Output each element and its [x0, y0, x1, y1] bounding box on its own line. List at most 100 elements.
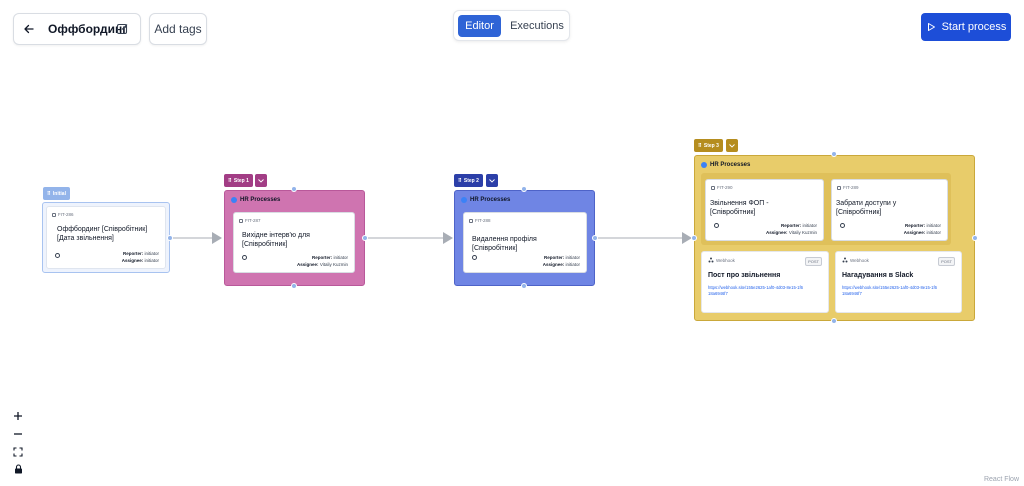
webhook-icon	[842, 257, 848, 263]
step2-top-handle[interactable]	[521, 186, 527, 192]
tab-executions[interactable]: Executions	[510, 20, 564, 32]
gear-icon	[231, 197, 237, 203]
react-flow-attribution[interactable]: React Flow	[983, 476, 1019, 483]
step2-tag[interactable]: ⠿ Step 2	[454, 174, 483, 187]
webhook-title: Нагадування в Slack	[842, 272, 914, 279]
step2-bottom-handle[interactable]	[521, 283, 527, 289]
edge-arrow-step3	[682, 232, 692, 244]
task-title: Забрати доступи у [Співробітник]	[836, 200, 897, 216]
step2-group[interactable]: HR Processes FIT-288 Видалення профіля […	[454, 190, 595, 286]
initial-tag: ⠿ Initial	[43, 187, 70, 200]
step3-group[interactable]: HR Processes FIT-290 Звільнення ФОП - [С…	[694, 155, 975, 321]
checkbox-icon	[469, 218, 473, 223]
play-icon	[927, 23, 935, 31]
initial-task-card[interactable]: FIT-286 Оффбординг [Співробітник] [Дата …	[46, 206, 166, 269]
arrow-left-icon	[24, 24, 34, 34]
step2-tag-label: Step 2	[463, 177, 479, 184]
task-meta: Reporter: initiator Assignee: initiator	[903, 223, 941, 235]
minus-icon	[14, 433, 22, 435]
edge-arrow-step1	[212, 232, 222, 244]
initial-source-handle[interactable]	[167, 235, 173, 241]
step3-task-card-b[interactable]: FIT-289 Забрати доступи у [Співробітник]…	[831, 179, 948, 241]
task-id: FIT-286	[52, 212, 74, 217]
step1-dropdown-button[interactable]	[255, 174, 267, 187]
task-title: Звільнення ФОП - [Співробітник]	[710, 200, 769, 216]
task-title: Видалення профіля [Співробітник]	[472, 236, 537, 252]
back-button[interactable]	[14, 23, 44, 35]
step1-tag-label: Step 1	[233, 177, 249, 184]
add-tags-button[interactable]: Add tags	[149, 13, 207, 45]
task-title: Вихідне інтерв'ю для [Співробітник]	[242, 232, 310, 248]
step1-bottom-handle[interactable]	[291, 283, 297, 289]
task-title: Оффбординг [Співробітник] [Дата звільнен…	[57, 226, 148, 242]
gear-icon	[461, 197, 467, 203]
status-circle-icon[interactable]	[55, 253, 60, 258]
task-id: FIT-289	[837, 185, 859, 190]
task-meta: Reporter: initiator Assignee: Vitaliy Ku…	[766, 223, 817, 235]
initial-tag-label: Initial	[52, 190, 66, 197]
webhook-icon	[708, 257, 714, 263]
step3-source-handle[interactable]	[972, 235, 978, 241]
drag-handle-icon: ⠿	[458, 177, 462, 184]
start-process-label: Start process	[941, 21, 1007, 33]
chevron-down-icon	[258, 178, 264, 183]
tab-editor[interactable]: Editor	[458, 15, 501, 37]
task-meta: Reporter: initiator Assignee: Vitaliy Ku…	[297, 255, 348, 267]
status-circle-icon[interactable]	[472, 255, 477, 260]
process-title-box: Оффбординг	[13, 13, 141, 45]
status-circle-icon[interactable]	[714, 223, 719, 228]
webhook-title: Пост про звільнення	[708, 272, 781, 279]
zoom-in-button[interactable]	[10, 408, 26, 424]
checkbox-icon	[837, 185, 841, 190]
step1-group[interactable]: HR Processes FIT-287 Вихідне інтерв'ю дл…	[224, 190, 365, 286]
group-title: HR Processes	[701, 162, 750, 168]
step2-dropdown-button[interactable]	[486, 174, 498, 187]
fit-view-button[interactable]	[10, 444, 26, 460]
process-title: Оффбординг	[48, 22, 128, 36]
edit-icon	[116, 23, 128, 35]
fullscreen-icon	[13, 447, 23, 457]
step3-tag-label: Step 3	[703, 142, 719, 149]
webhook-label: Webhook	[842, 257, 869, 263]
method-badge: POST	[805, 257, 822, 266]
status-circle-icon[interactable]	[242, 255, 247, 260]
task-meta: Reporter: initiator Assignee: initiator	[542, 255, 580, 267]
chevron-down-icon	[489, 178, 495, 183]
step3-dropdown-button[interactable]	[726, 139, 738, 152]
step1-task-card[interactable]: FIT-287 Вихідне інтерв'ю для [Співробітн…	[233, 212, 355, 273]
step1-top-handle[interactable]	[291, 186, 297, 192]
edit-title-button[interactable]	[116, 22, 129, 40]
gear-icon	[701, 162, 707, 168]
drag-handle-icon: ⠿	[698, 142, 702, 149]
webhook-label: Webhook	[708, 257, 735, 263]
step3-tag[interactable]: ⠿ Step 3	[694, 139, 723, 152]
task-id: FIT-287	[239, 218, 261, 223]
status-circle-icon[interactable]	[840, 223, 845, 228]
step1-source-handle[interactable]	[362, 235, 368, 241]
zoom-out-button[interactable]	[10, 426, 26, 442]
webhook-url[interactable]: https://webhook.site/155e2625-1af0-4d03-…	[708, 285, 803, 296]
checkbox-icon	[52, 212, 56, 217]
step2-source-handle[interactable]	[592, 235, 598, 241]
lock-button[interactable]	[10, 461, 26, 477]
task-id: FIT-288	[469, 218, 491, 223]
webhook-url[interactable]: https://webhook.site/155e2625-1af0-4d03-…	[842, 285, 937, 296]
chevron-down-icon	[729, 143, 735, 148]
step3-task-card-a[interactable]: FIT-290 Звільнення ФОП - [Співробітник] …	[705, 179, 824, 241]
step3-bottom-handle[interactable]	[831, 318, 837, 324]
start-process-button[interactable]: Start process	[921, 13, 1011, 41]
step3-webhook-a[interactable]: Webhook POST Пост про звільнення https:/…	[701, 251, 829, 313]
group-title: HR Processes	[461, 197, 510, 203]
initial-node[interactable]: FIT-286 Оффбординг [Співробітник] [Дата …	[42, 202, 170, 273]
group-title: HR Processes	[231, 197, 280, 203]
step3-top-handle[interactable]	[831, 151, 837, 157]
step3-target-handle[interactable]	[691, 235, 697, 241]
step3-webhook-b[interactable]: Webhook POST Нагадування в Slack https:/…	[835, 251, 962, 313]
drag-handle-icon: ⠿	[228, 177, 232, 184]
edge-arrow-step2	[443, 232, 453, 244]
step2-task-card[interactable]: FIT-288 Видалення профіля [Співробітник]…	[463, 212, 587, 273]
checkbox-icon	[711, 185, 715, 190]
step1-tag[interactable]: ⠿ Step 1	[224, 174, 253, 187]
